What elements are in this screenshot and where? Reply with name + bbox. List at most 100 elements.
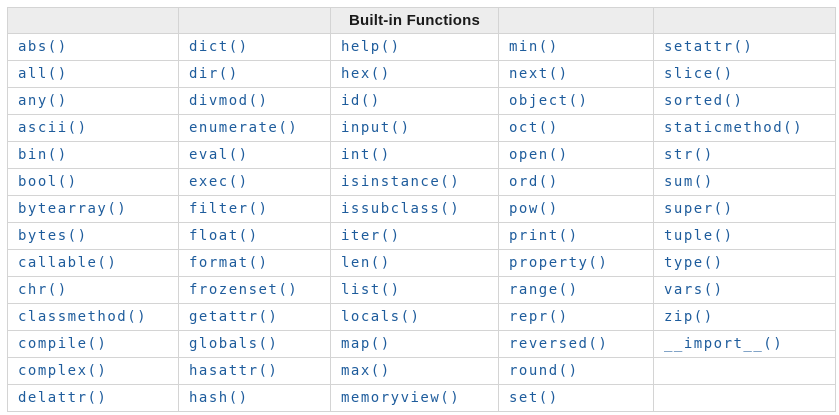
function-link[interactable]: exec() [189,174,249,190]
table-header-row: Built-in Functions [7,7,836,34]
function-link[interactable]: complex() [18,363,108,379]
function-link[interactable]: object() [509,93,589,109]
function-link[interactable]: hash() [189,390,249,406]
function-link[interactable]: next() [509,66,569,82]
function-link[interactable]: oct() [509,120,559,136]
function-link[interactable]: property() [509,255,609,271]
function-cell: help() [330,33,499,61]
function-cell: round() [498,357,654,385]
function-cell: int() [330,141,499,169]
function-link[interactable]: format() [189,255,269,271]
function-link[interactable]: bytes() [18,228,88,244]
empty-cell [653,357,836,385]
function-link[interactable]: divmod() [189,93,269,109]
function-link[interactable]: abs() [18,39,68,55]
function-link[interactable]: dir() [189,66,239,82]
function-link[interactable]: zip() [664,309,714,325]
function-link[interactable]: set() [509,390,559,406]
function-cell: enumerate() [178,114,331,142]
function-cell: all() [7,60,179,88]
function-link[interactable]: pow() [509,201,559,217]
function-link[interactable]: locals() [341,309,421,325]
function-link[interactable]: globals() [189,336,279,352]
function-link[interactable]: range() [509,282,579,298]
function-cell: sorted() [653,87,836,115]
function-link[interactable]: __import__() [664,336,784,352]
header-cell-empty-4 [653,7,836,34]
function-cell: any() [7,87,179,115]
function-cell: chr() [7,276,179,304]
function-link[interactable]: delattr() [18,390,108,406]
table-row: bin() eval() int() open() str() [7,141,836,169]
function-link[interactable]: ascii() [18,120,88,136]
function-link[interactable]: frozenset() [189,282,299,298]
function-link[interactable]: super() [664,201,734,217]
function-link[interactable]: round() [509,363,579,379]
function-link[interactable]: id() [341,93,381,109]
function-link[interactable]: slice() [664,66,734,82]
function-link[interactable]: str() [664,147,714,163]
function-cell: reversed() [498,330,654,358]
table-row: chr() frozenset() list() range() vars() [7,276,836,304]
function-cell: slice() [653,60,836,88]
function-link[interactable]: eval() [189,147,249,163]
function-cell: super() [653,195,836,223]
function-link[interactable]: bytearray() [18,201,128,217]
function-link[interactable]: chr() [18,282,68,298]
function-cell: frozenset() [178,276,331,304]
function-link[interactable]: vars() [664,282,724,298]
function-link[interactable]: classmethod() [18,309,148,325]
function-link[interactable]: issubclass() [341,201,461,217]
function-cell: object() [498,87,654,115]
function-link[interactable]: all() [18,66,68,82]
function-link[interactable]: setattr() [664,39,754,55]
function-cell: input() [330,114,499,142]
function-cell: vars() [653,276,836,304]
function-cell: bytes() [7,222,179,250]
function-cell: len() [330,249,499,277]
table-row: compile() globals() map() reversed() __impor… [7,330,836,358]
function-link[interactable]: enumerate() [189,120,299,136]
function-link[interactable]: list() [341,282,401,298]
function-link[interactable]: sum() [664,174,714,190]
function-link[interactable]: type() [664,255,724,271]
function-link[interactable]: hex() [341,66,391,82]
function-cell: property() [498,249,654,277]
function-link[interactable]: dict() [189,39,249,55]
function-link[interactable]: getattr() [189,309,279,325]
function-link[interactable]: tuple() [664,228,734,244]
function-link[interactable]: min() [509,39,559,55]
function-link[interactable]: bin() [18,147,68,163]
function-link[interactable]: len() [341,255,391,271]
function-link[interactable]: reversed() [509,336,609,352]
function-cell: divmod() [178,87,331,115]
function-cell: str() [653,141,836,169]
function-link[interactable]: print() [509,228,579,244]
function-link[interactable]: hasattr() [189,363,279,379]
function-link[interactable]: sorted() [664,93,744,109]
function-link[interactable]: help() [341,39,401,55]
function-cell: hasattr() [178,357,331,385]
function-cell: dir() [178,60,331,88]
function-link[interactable]: float() [189,228,259,244]
function-link[interactable]: any() [18,93,68,109]
function-link[interactable]: map() [341,336,391,352]
function-link[interactable]: filter() [189,201,269,217]
function-link[interactable]: iter() [341,228,401,244]
function-cell: bin() [7,141,179,169]
function-cell: filter() [178,195,331,223]
function-link[interactable]: repr() [509,309,569,325]
function-link[interactable]: callable() [18,255,118,271]
function-link[interactable]: isinstance() [341,174,461,190]
function-link[interactable]: max() [341,363,391,379]
function-cell: callable() [7,249,179,277]
function-link[interactable]: input() [341,120,411,136]
function-link[interactable]: int() [341,147,391,163]
function-link[interactable]: bool() [18,174,78,190]
function-link[interactable]: ord() [509,174,559,190]
function-link[interactable]: open() [509,147,569,163]
function-link[interactable]: compile() [18,336,108,352]
function-link[interactable]: staticmethod() [664,120,804,136]
function-cell: print() [498,222,654,250]
function-link[interactable]: memoryview() [341,390,461,406]
